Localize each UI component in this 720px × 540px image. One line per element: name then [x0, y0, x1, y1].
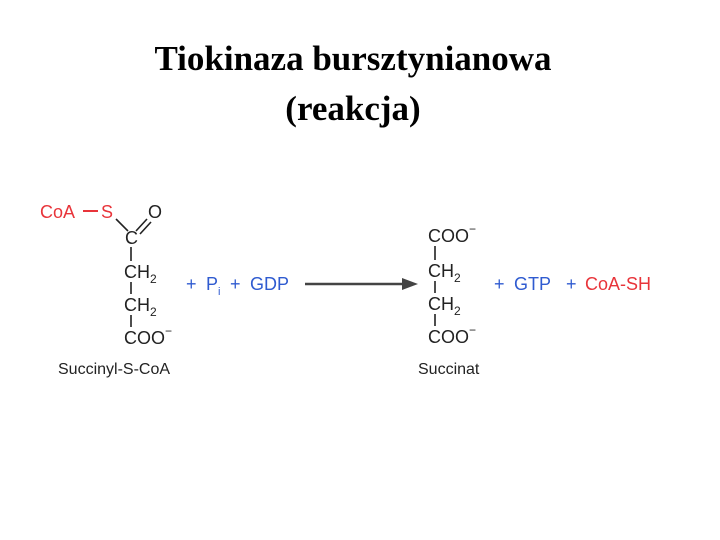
reaction-arrow — [305, 278, 418, 290]
plus-sign-1: + — [186, 274, 197, 294]
substrate-oxygen-label: O — [148, 202, 162, 222]
c-o-double-bond-1 — [135, 218, 148, 232]
plus-sign-4: + — [566, 274, 577, 294]
product-carboxylate-bottom: COO− — [428, 323, 476, 347]
c-o-double-bond-2 — [139, 221, 152, 235]
s-c-bond — [115, 218, 129, 232]
title-line-2: (reakcja) — [285, 89, 421, 128]
substrate-carboxylate: COO− — [124, 324, 172, 348]
substrate-ch2-1: CH2 — [124, 262, 157, 286]
coa-sh-label: CoA-SH — [585, 274, 651, 294]
plus-sign-3: + — [494, 274, 505, 294]
substrate-sulfur-label: S — [101, 202, 113, 222]
product-carboxylate-top: COO− — [428, 222, 476, 246]
product-ch2-2: CH2 — [428, 294, 461, 318]
gtp-label: GTP — [514, 274, 551, 294]
substrate-name: Succinyl-S-CoA — [58, 361, 170, 378]
substrate-ch2-2: CH2 — [124, 295, 157, 319]
substrate-structure: CoA S O C CH2 CH2 COO− Succinyl-S-CoA — [40, 202, 172, 378]
product-structure: COO− CH2 CH2 COO− Succinat — [418, 222, 480, 378]
substrate-coa-label: CoA — [40, 202, 75, 222]
title-line-1: Tiokinaza bursztynianowa — [154, 39, 552, 78]
substrate-carbonyl-carbon: C — [125, 228, 138, 248]
slide-title: Tiokinaza bursztynianowa (reakcja) — [0, 34, 706, 134]
gdp-label: GDP — [250, 274, 289, 294]
product-ch2-1: CH2 — [428, 261, 461, 285]
phosphate-label: Pi — [206, 274, 220, 298]
plus-sign-2: + — [230, 274, 241, 294]
product-name: Succinat — [418, 361, 480, 378]
